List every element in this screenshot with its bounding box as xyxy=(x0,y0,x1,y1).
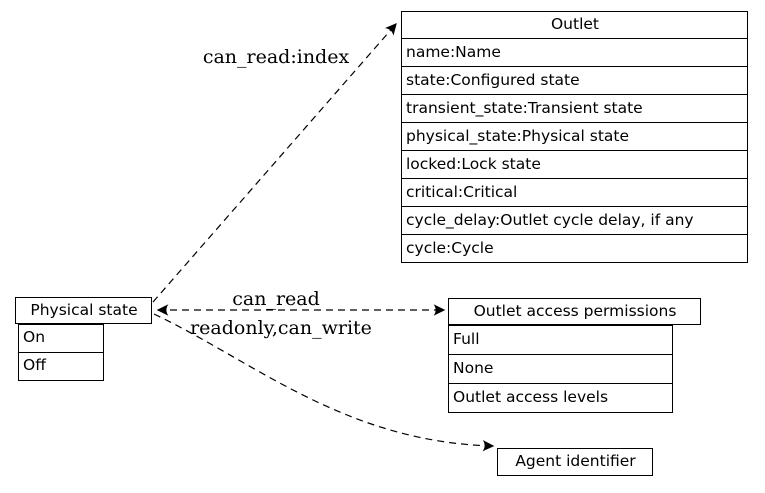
outlet-row-name: name:Name xyxy=(402,38,747,66)
outlet-node: Outlet name:Name state:Configured state … xyxy=(401,11,748,263)
physical-state-title-label: Physical state xyxy=(30,301,138,319)
outlet-row-cycle-delay: cycle_delay:Outlet cycle delay, if any xyxy=(402,206,747,234)
physical-state-node-title: Physical state xyxy=(15,297,152,324)
outlet-row-cycle: cycle:Cycle xyxy=(402,234,747,262)
outlet-row-transient-state: transient_state:Transient state xyxy=(402,94,747,122)
edge-readonly-can-write xyxy=(153,313,495,452)
outlet-access-permissions-title-label: Outlet access permissions xyxy=(473,302,677,320)
outlet-row-state: state:Configured state xyxy=(402,66,747,94)
outlet-access-permissions-node-rows: Full None Outlet access levels xyxy=(448,325,673,413)
outlet-row-physical-state: physical_state:Physical state xyxy=(402,122,747,150)
outlet-access-permissions-row-levels: Outlet access levels xyxy=(449,383,672,412)
outlet-access-permissions-node-title: Outlet access permissions xyxy=(448,298,701,325)
outlet-access-permissions-row-full: Full xyxy=(453,330,480,348)
edge-label-readonly-can-write: readonly,can_write xyxy=(190,317,372,339)
outlet-row-locked: locked:Lock state xyxy=(402,150,747,178)
agent-identifier-title-label: Agent identifier xyxy=(515,452,636,470)
physical-state-row-on: On xyxy=(23,328,46,346)
outlet-access-permissions-row-none: None xyxy=(449,354,672,383)
edge-label-can-read-index: can_read:index xyxy=(203,46,350,68)
edge-can-read-index xyxy=(152,23,397,303)
edge-label-can-read: can_read xyxy=(232,288,320,310)
outlet-row-critical: critical:Critical xyxy=(402,178,747,206)
agent-identifier-node: Agent identifier xyxy=(497,448,653,476)
physical-state-row-off: Off xyxy=(19,352,103,380)
outlet-node-title: Outlet xyxy=(550,15,600,33)
physical-state-node-rows: On Off xyxy=(18,324,104,381)
